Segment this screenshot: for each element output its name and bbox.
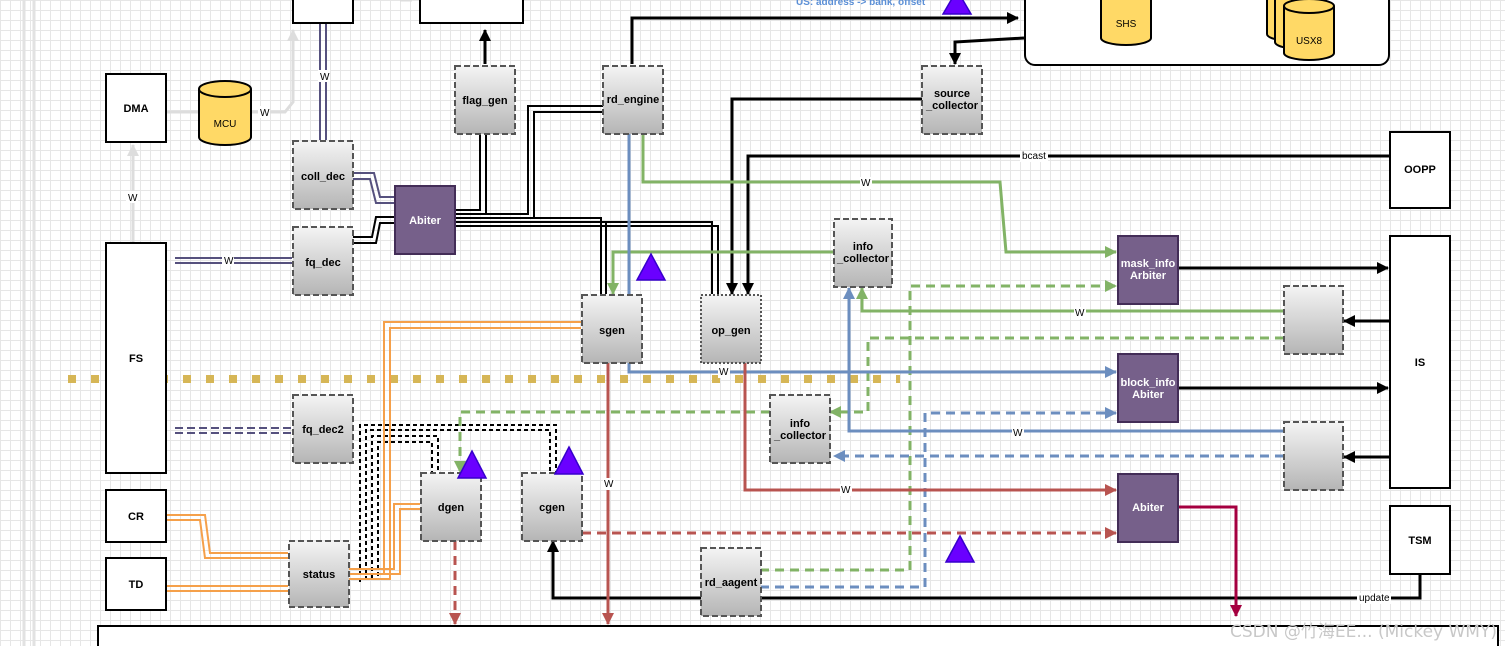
abiter-top-block[interactable]: Abiter <box>394 185 456 255</box>
edge-label-bcast: bcast <box>1022 151 1046 162</box>
bottom-block <box>97 625 1499 646</box>
source-collector-label-2: _collector <box>925 100 979 112</box>
cgen-label: cgen <box>539 502 565 514</box>
rd-aagent-label: rd_aagent <box>705 577 758 589</box>
triangle-icon <box>456 449 488 479</box>
shs-label: SHS <box>1116 19 1137 30</box>
op-gen-block[interactable]: op_gen <box>700 294 762 364</box>
usx8-cylinder[interactable]: USX8 <box>1266 0 1335 61</box>
edge-label-w: W <box>260 108 270 119</box>
td-block[interactable]: TD <box>105 557 167 611</box>
triangle-icon <box>941 0 973 15</box>
fq-dec2-label: fq_dec2 <box>302 424 344 436</box>
edge-label-w: W <box>1075 308 1085 319</box>
status-label: status <box>303 569 335 581</box>
edge-label-w: W <box>224 256 234 267</box>
block-info-label-2: Abiter <box>1132 389 1165 401</box>
fs-block[interactable]: FS <box>105 242 167 474</box>
triangle-icon <box>944 534 976 563</box>
orange-links <box>166 321 581 592</box>
coll-dec-label: coll_dec <box>301 171 345 183</box>
tsm-label: TSM <box>1408 535 1431 547</box>
fq-dec-block[interactable]: fq_dec <box>292 226 354 296</box>
mask-info-arbiter-block[interactable]: mask_info Arbiter <box>1117 235 1179 305</box>
info-collector-label-2: _collector <box>773 430 827 442</box>
edge-label-w: W <box>604 479 614 490</box>
mcu-cylinder[interactable]: MCU <box>198 80 252 146</box>
op-gen-label: op_gen <box>711 325 750 337</box>
info-collector-label-1: info <box>853 241 873 253</box>
edge-label-w: W <box>861 178 871 189</box>
triangle-icon <box>553 445 585 475</box>
shs-cylinder[interactable]: SHS <box>1100 0 1152 46</box>
rd-engine-label: rd_engine <box>607 94 660 106</box>
dma-block[interactable]: DMA <box>105 73 167 143</box>
rd-aagent-block[interactable]: rd_aagent <box>700 547 762 617</box>
status-block[interactable]: status <box>288 540 350 608</box>
sgen-label: sgen <box>599 325 625 337</box>
cr-block[interactable]: CR <box>105 489 167 543</box>
abiter-top-label: Abiter <box>409 215 442 227</box>
mask-info-label-1: mask_info <box>1121 258 1176 270</box>
dgen-block[interactable]: dgen <box>420 472 482 542</box>
is-block[interactable]: IS <box>1389 235 1451 489</box>
edge-labels: W W W W W W W W W W bcast update <box>126 70 1391 604</box>
watermark: CSDN @竹海EE... (Mickey WMY) <box>1230 622 1497 642</box>
flag-gen-block[interactable]: flag_gen <box>454 65 516 135</box>
info-collector-block-bottom[interactable]: info _collector <box>769 394 831 464</box>
crimson-link <box>1178 505 1242 617</box>
triangle-icon <box>635 252 667 281</box>
dgen-label: dgen <box>438 502 465 514</box>
cr-label: CR <box>128 511 144 523</box>
black-arrows <box>479 12 1422 600</box>
td-label: TD <box>129 579 144 591</box>
edge-label-w: W <box>128 193 138 204</box>
unnamed-block-2[interactable] <box>1283 421 1344 491</box>
source-collector-label-1: source <box>934 88 970 100</box>
rd-engine-block[interactable]: rd_engine <box>602 65 664 135</box>
flag-gen-label: flag_gen <box>462 95 508 107</box>
abiter-bottom-label: Abiter <box>1132 502 1165 514</box>
triangle-markers <box>456 0 976 563</box>
edge-label-w: W <box>1013 428 1023 439</box>
oopp-block[interactable]: OOPP <box>1389 131 1451 209</box>
tsm-block[interactable]: TSM <box>1389 505 1451 575</box>
top-box-b <box>419 0 524 24</box>
top-box-a <box>292 0 354 24</box>
fq-dec2-block[interactable]: fq_dec2 <box>292 394 354 464</box>
edge-label-w: W <box>320 72 330 83</box>
fq-dec-label: fq_dec <box>305 257 340 269</box>
edge-label-w: W <box>841 485 851 496</box>
cgen-block[interactable]: cgen <box>521 472 583 542</box>
red-links <box>449 363 1117 625</box>
info-collector-block-top[interactable]: info _collector <box>833 218 893 288</box>
address-annotation: US: address -> bank, offset <box>796 0 926 8</box>
info-collector-label-1: info <box>790 418 810 430</box>
edge-label-update: update <box>1359 593 1390 604</box>
fs-label: FS <box>129 353 143 365</box>
unnamed-block-1[interactable] <box>1283 285 1344 355</box>
usx8-label: USX8 <box>1296 36 1323 47</box>
mask-info-label-2: Arbiter <box>1130 270 1167 282</box>
mcu-label: MCU <box>214 119 237 130</box>
block-info-label-1: block_info <box>1120 377 1175 389</box>
source-collector-block[interactable]: source _collector <box>921 65 983 135</box>
edge-label-w: W <box>719 367 729 378</box>
is-label: IS <box>1415 357 1425 369</box>
block-info-abiter-block[interactable]: block_info Abiter <box>1117 353 1179 423</box>
black-links <box>353 105 719 582</box>
sgen-block[interactable]: sgen <box>581 294 643 364</box>
dma-label: DMA <box>123 103 148 115</box>
info-collector-label-2: _collector <box>836 253 890 265</box>
oopp-label: OOPP <box>1404 164 1436 176</box>
green-links <box>454 133 1284 572</box>
blue-links <box>627 133 1284 589</box>
abiter-bottom-block[interactable]: Abiter <box>1117 473 1179 543</box>
coll-dec-block[interactable]: coll_dec <box>292 140 354 210</box>
gray-links <box>127 0 412 243</box>
